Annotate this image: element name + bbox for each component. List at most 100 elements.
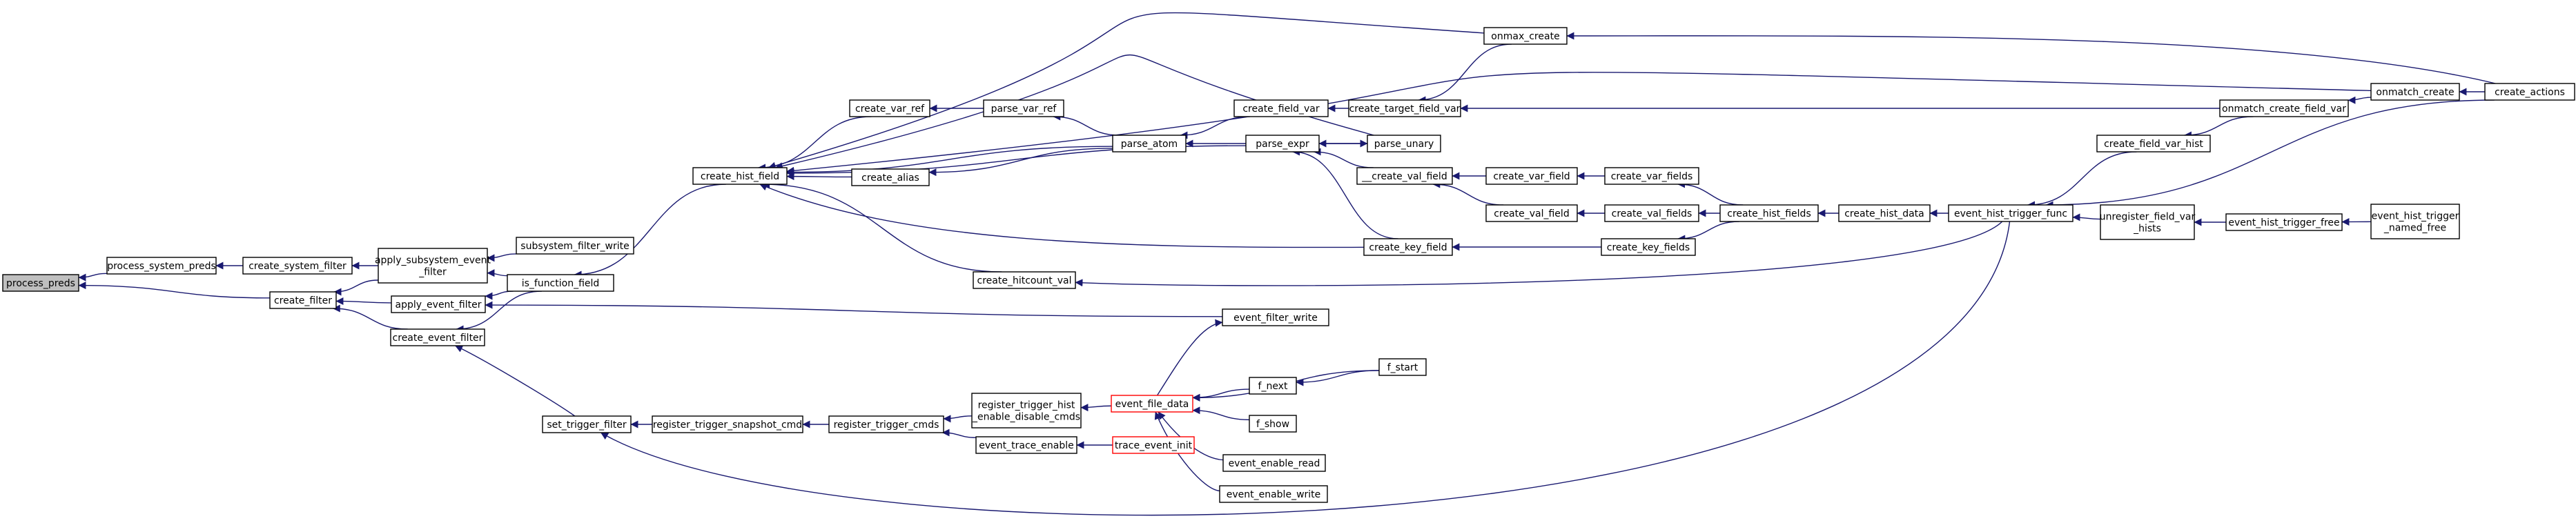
node-f_next[interactable]: f_next bbox=[1249, 377, 1297, 395]
node-box bbox=[1222, 308, 1329, 326]
node-box bbox=[652, 415, 803, 433]
node-event_filter_write[interactable]: event_filter_write bbox=[1222, 308, 1329, 326]
node-create_field_var[interactable]: create_field_var bbox=[1233, 99, 1329, 117]
node-box bbox=[1222, 454, 1326, 472]
node-box bbox=[1604, 167, 1699, 185]
edge-event_file_data-to-register_trigger_hist_enable_disable_cmds bbox=[1080, 404, 1112, 412]
edge-event_filter_write-to-apply_event_filter bbox=[485, 301, 1223, 317]
node-create_var_field[interactable]: create_var_field bbox=[1485, 167, 1578, 185]
edge-event_hist_trigger_func-to-create_hitcount_val bbox=[1075, 221, 2003, 287]
node-event_file_data[interactable]: event_file_data bbox=[1111, 395, 1193, 413]
node-create_hist_field[interactable]: create_hist_field bbox=[692, 167, 788, 185]
node-apply_subsystem_event_filter[interactable]: apply_subsystem_event_filter bbox=[375, 248, 491, 284]
node-onmax_create[interactable]: onmax_create bbox=[1483, 27, 1568, 45]
node-box bbox=[1111, 395, 1193, 413]
node-subsystem_filter_write[interactable]: subsystem_filter_write bbox=[516, 237, 634, 255]
node-create_system_filter[interactable]: create_system_filter bbox=[242, 257, 353, 275]
node-create_val_fields[interactable]: create_val_fields bbox=[1604, 204, 1699, 222]
node-f_start[interactable]: f_start bbox=[1378, 358, 1427, 376]
node-create_key_field[interactable]: create_key_field bbox=[1363, 238, 1453, 256]
node-apply_event_filter[interactable]: apply_event_filter bbox=[391, 295, 486, 313]
node-event_hist_trigger_named_free[interactable]: event_hist_trigger_named_free bbox=[2370, 204, 2460, 239]
node-__create_val_field[interactable]: __create_val_field bbox=[1356, 167, 1453, 185]
edge-event_trace_enable-to-register_trigger_cmds bbox=[941, 428, 977, 438]
node-label: process_system_preds bbox=[107, 261, 216, 272]
node-create_hist_fields[interactable]: create_hist_fields bbox=[1719, 204, 1819, 222]
node-create_hist_data[interactable]: create_hist_data bbox=[1838, 204, 1931, 222]
node-register_trigger_snapshot_cmd[interactable]: register_trigger_snapshot_cmd bbox=[652, 415, 803, 433]
node-onmatch_create_field_var[interactable]: onmatch_create_field_var bbox=[2219, 99, 2349, 117]
node-create_field_var_hist[interactable]: create_field_var_hist bbox=[2096, 135, 2211, 152]
edge-create_hist_fields-to-create_key_fields bbox=[1677, 221, 1740, 243]
node-label: event_enable_read bbox=[1229, 458, 1320, 469]
node-f_show[interactable]: f_show bbox=[1249, 415, 1297, 433]
edge-apply_subsystem_event_filter-to-create_filter bbox=[333, 279, 379, 296]
node-event_hist_trigger_free[interactable]: event_hist_trigger_free bbox=[2225, 213, 2343, 231]
node-register_trigger_hist_enable_disable_cmds[interactable]: register_trigger_hist_enable_disable_cmd… bbox=[971, 393, 1082, 428]
node-label: _hists bbox=[2133, 224, 2161, 235]
node-create_target_field_var[interactable]: create_target_field_var bbox=[1348, 99, 1461, 117]
node-box bbox=[1348, 99, 1461, 117]
node-label: create_key_fields bbox=[1607, 242, 1690, 253]
node-create_filter[interactable]: create_filter bbox=[269, 291, 337, 309]
node-box bbox=[1233, 99, 1329, 117]
node-box bbox=[2096, 135, 2211, 152]
node-create_alias[interactable]: create_alias bbox=[851, 168, 930, 186]
node-label: onmax_create bbox=[1491, 31, 1559, 42]
node-box bbox=[269, 291, 337, 309]
node-box bbox=[851, 168, 930, 186]
node-label: create_filter bbox=[274, 295, 332, 306]
node-box bbox=[1367, 135, 1441, 152]
node-event_enable_read[interactable]: event_enable_read bbox=[1222, 454, 1326, 472]
node-label: f_show bbox=[1256, 419, 1289, 430]
node-process_system_preds[interactable]: process_system_preds bbox=[106, 257, 217, 275]
node-box bbox=[391, 295, 486, 313]
node-process_preds[interactable]: process_preds bbox=[2, 274, 79, 292]
node-label: f_next bbox=[1258, 381, 1288, 392]
edge-set_trigger_filter-to-create_event_filter bbox=[455, 345, 576, 417]
node-create_hitcount_val[interactable]: create_hitcount_val bbox=[973, 271, 1076, 289]
node-event_hist_trigger_func[interactable]: event_hist_trigger_func bbox=[1948, 204, 2074, 222]
node-event_enable_write[interactable]: event_enable_write bbox=[1219, 485, 1328, 503]
node-set_trigger_filter[interactable]: set_trigger_filter bbox=[542, 415, 632, 433]
node-create_var_fields[interactable]: create_var_fields bbox=[1604, 167, 1699, 185]
node-create_key_fields[interactable]: create_key_fields bbox=[1601, 238, 1696, 256]
node-box bbox=[1601, 238, 1696, 256]
edge-create_actions-to-onmax_create bbox=[1566, 32, 2496, 84]
node-label: process_preds bbox=[6, 278, 75, 289]
node-label: create_field_var_hist bbox=[2104, 139, 2203, 150]
node-label: create_var_fields bbox=[1611, 171, 1693, 182]
edge-create_actions-to-event_hist_trigger_func bbox=[2045, 99, 2495, 209]
node-parse_expr[interactable]: parse_expr bbox=[1245, 135, 1320, 152]
node-box bbox=[378, 248, 488, 284]
edges-layer bbox=[78, 12, 2496, 516]
node-unregister_field_var_hists[interactable]: unregister_field_var_hists bbox=[2100, 204, 2196, 240]
node-onmatch_create[interactable]: onmatch_create bbox=[2370, 83, 2460, 101]
node-box bbox=[971, 393, 1082, 428]
node-label: event_hist_trigger bbox=[2372, 211, 2459, 222]
edge-create_filter-to-process_preds bbox=[78, 282, 271, 299]
node-parse_unary[interactable]: parse_unary bbox=[1367, 135, 1441, 152]
node-label: event_enable_write bbox=[1227, 489, 1321, 500]
node-label: parse_var_ref bbox=[991, 104, 1057, 115]
node-label: create_hist_field bbox=[701, 171, 779, 182]
node-label: apply_subsystem_event bbox=[375, 255, 491, 266]
edge-f_start-to-f_next bbox=[1296, 370, 1380, 386]
node-parse_var_ref[interactable]: parse_var_ref bbox=[983, 99, 1064, 117]
node-create_var_ref[interactable]: create_var_ref bbox=[849, 99, 930, 117]
node-register_trigger_cmds[interactable]: register_trigger_cmds bbox=[828, 415, 944, 433]
nodes-layer: process_preds process_system_preds create_… bbox=[2, 27, 2575, 503]
node-label: register_trigger_cmds bbox=[834, 420, 939, 431]
node-box bbox=[2225, 213, 2343, 231]
node-is_function_field[interactable]: is_function_field bbox=[507, 274, 614, 292]
node-label: create_var_field bbox=[1493, 171, 1570, 182]
node-event_trace_enable[interactable]: event_trace_enable bbox=[975, 436, 1077, 454]
node-trace_event_init[interactable]: trace_event_init bbox=[1112, 436, 1195, 454]
node-create_val_field[interactable]: create_val_field bbox=[1485, 204, 1578, 222]
edge-parse_atom-to-create_hist_field bbox=[786, 146, 1113, 177]
node-create_event_filter[interactable]: create_event_filter bbox=[390, 328, 485, 346]
edge-create_hitcount_val-to-create_hist_field bbox=[762, 180, 1002, 273]
node-parse_atom[interactable]: parse_atom bbox=[1112, 135, 1187, 152]
node-create_actions[interactable]: create_actions bbox=[2484, 83, 2575, 101]
